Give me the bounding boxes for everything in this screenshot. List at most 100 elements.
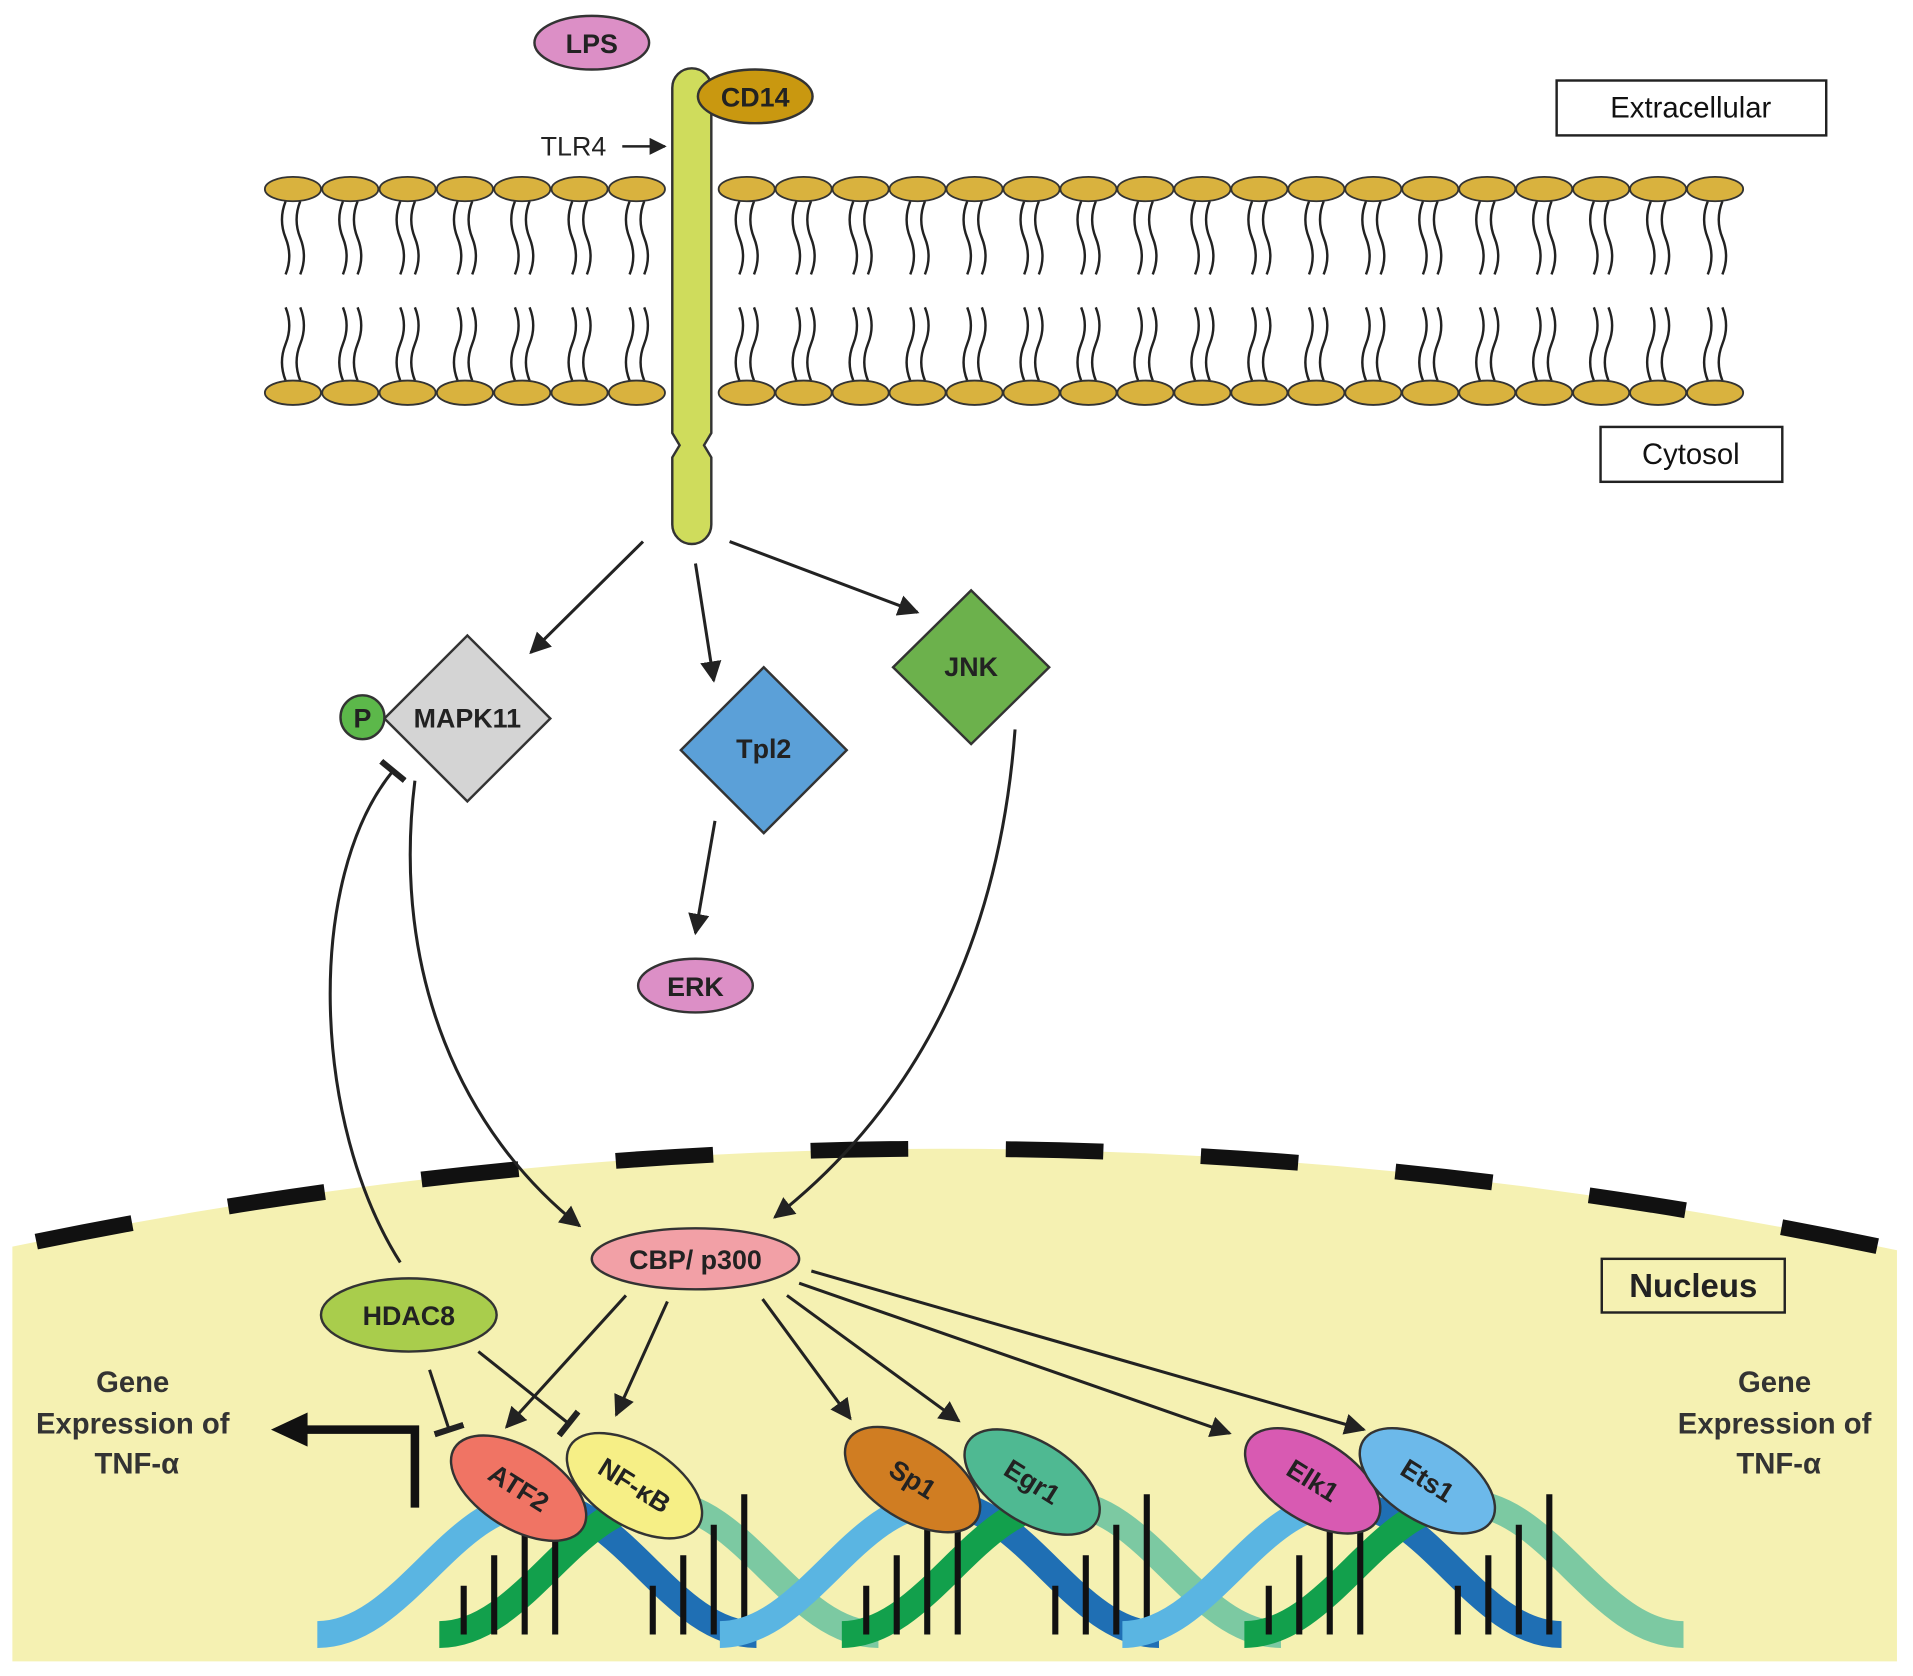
lipid-tail (524, 200, 535, 275)
tf-sp1: Sp1 (843, 1425, 982, 1534)
lipid-tail (791, 200, 802, 275)
lipid-head (550, 175, 609, 203)
lipid-head (1230, 175, 1289, 203)
lipid-tail (1318, 306, 1329, 382)
cytosol-box (1599, 425, 1784, 484)
lipid-tail (1489, 306, 1500, 382)
lipid-head (1059, 175, 1118, 203)
lipid-tail (1090, 200, 1101, 275)
lipid-tail (1019, 306, 1030, 382)
lipid-tail (1361, 200, 1371, 275)
tf-ellipse (449, 1434, 588, 1543)
lipid-tail (1702, 306, 1713, 382)
lipid-tail (1019, 200, 1030, 275)
lipid-tail (1717, 200, 1728, 275)
arrow-tlr4-jnk (729, 540, 920, 616)
lipid-head (1230, 379, 1289, 406)
lipid-tail (1033, 200, 1044, 275)
lipid-tail (624, 200, 635, 275)
lipid-tail (1033, 306, 1044, 382)
arrow-tlr4-mapk11 (529, 540, 645, 655)
lipid-tail (920, 200, 930, 275)
lipid-head (607, 379, 666, 406)
lipid-tail (1375, 306, 1386, 382)
tf-ets1: Ets1 (1358, 1426, 1497, 1535)
lipid-head (1002, 175, 1061, 203)
lipid-tail (1489, 200, 1500, 275)
promoter-arrow (292, 1425, 420, 1508)
lipid-tail (1190, 306, 1200, 382)
gene-expression-left: Gene Expression of TNF-α (36, 1367, 238, 1481)
hdac8-label: HDAC8 (363, 1301, 455, 1331)
lipid-head (378, 175, 437, 203)
cd14-label: CD14 (721, 83, 790, 113)
arrow-mapk11-cbp (408, 780, 582, 1228)
tlr4-arrows (328, 540, 1017, 1264)
tpl2-label: Tpl2 (736, 734, 791, 764)
hdac8-node (319, 1277, 498, 1353)
tlr4-receptor (671, 67, 713, 546)
lipid-tail (452, 306, 463, 382)
lipid-head (1344, 379, 1403, 406)
lipid-tail (1261, 306, 1272, 382)
lipid-tail (1133, 306, 1144, 382)
lipid-tail (639, 306, 650, 382)
lipid-head (888, 379, 947, 406)
lps-node (533, 14, 651, 71)
lipid-tail (1304, 200, 1314, 275)
lipid-head (321, 175, 380, 203)
mapk11-label: MAPK11 (414, 703, 521, 733)
lipid-tail (734, 306, 745, 382)
lipid-head (435, 175, 494, 203)
lipid-head (378, 379, 437, 406)
lipid-tail (295, 306, 306, 382)
tf-ellipse (565, 1431, 704, 1540)
lipid-tail (1133, 200, 1144, 275)
lipid-tail (791, 306, 802, 382)
lipid-tail (1204, 306, 1215, 382)
cbp-p300-node (590, 1227, 801, 1291)
cd14-node (696, 68, 814, 125)
lipid-tail (848, 306, 859, 382)
lipid-tail (1546, 306, 1557, 382)
lipid-tail (1190, 200, 1200, 275)
lipid-tail (338, 200, 348, 275)
lipid-tail (567, 306, 578, 382)
lipid-tail (510, 306, 520, 382)
lipid-head (1002, 379, 1061, 406)
lipid-tail (848, 200, 859, 275)
tf-ellipse (1243, 1426, 1382, 1535)
lipid-tail (749, 200, 759, 275)
jnk-label: JNK (944, 652, 998, 682)
lipid-tail (1318, 200, 1329, 275)
lipid-head (321, 379, 380, 406)
tpl2-node (679, 665, 849, 835)
lipid-tail (1147, 306, 1158, 382)
phospho-node (339, 694, 386, 741)
gene-expression-right: Gene Expression of TNF-α (1678, 1367, 1880, 1481)
lipid-tail (1204, 200, 1215, 275)
lipid-tail (1532, 200, 1542, 275)
lipid-tail (1588, 200, 1599, 275)
lipid-head (831, 379, 890, 406)
lipid-tail (1645, 306, 1656, 382)
lipid-tail (582, 200, 592, 275)
lipid-tail (1588, 306, 1599, 382)
lipid-head (1629, 175, 1688, 203)
lipid-head (1401, 175, 1460, 203)
lipid-tail (280, 200, 291, 275)
lipid-tail (920, 306, 930, 382)
lipid-tail (639, 200, 650, 275)
lipid-tail (1432, 306, 1443, 382)
inhibition-hdac8-mapk11 (328, 758, 407, 1264)
lipid-head (888, 175, 947, 203)
lipid-tail (1532, 306, 1542, 382)
lipid-tail (1603, 200, 1614, 275)
lipid-tail (905, 200, 916, 275)
lps-label: LPS (566, 29, 618, 59)
tf-elk1: Elk1 (1243, 1426, 1382, 1535)
tlr4-label: TLR4 (541, 131, 607, 161)
lipid-head (831, 175, 890, 203)
jnk-node (891, 588, 1051, 746)
